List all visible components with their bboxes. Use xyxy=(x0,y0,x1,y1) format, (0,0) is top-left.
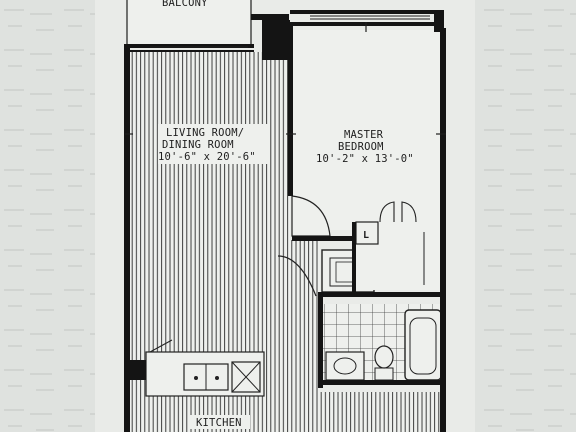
bedroom-door-swing xyxy=(291,195,331,237)
closet: L xyxy=(355,201,440,290)
master-bedroom-label-line1: MASTER xyxy=(344,129,384,141)
master-bedroom-dimensions: 10'-2" x 13'-0" xyxy=(316,153,414,165)
master-bedroom-label-line2: BEDROOM xyxy=(338,141,384,153)
hall-door-swing xyxy=(277,255,317,297)
kitchen-label: KITCHEN xyxy=(196,417,242,429)
dimension-ticks xyxy=(125,22,446,135)
closet-label: L xyxy=(363,230,369,241)
living-room-label-line1: LIVING ROOM/ xyxy=(166,127,244,139)
living-room-dimensions: 10'-6" x 20'-6" xyxy=(158,151,256,163)
balcony: BALCONY xyxy=(126,0,252,44)
windows xyxy=(150,15,430,48)
bathroom-sink xyxy=(325,351,365,381)
kitchen-counter xyxy=(145,339,265,397)
kitchen-label-backdrop xyxy=(190,415,250,429)
master-bedroom-floor xyxy=(292,30,440,230)
walls xyxy=(124,10,446,432)
living-label-backdrop xyxy=(158,124,270,164)
living-room-label-line2: DINING ROOM xyxy=(162,139,234,151)
toilet xyxy=(374,345,394,381)
bathtub xyxy=(404,309,442,381)
balcony-label: BALCONY xyxy=(162,0,208,9)
